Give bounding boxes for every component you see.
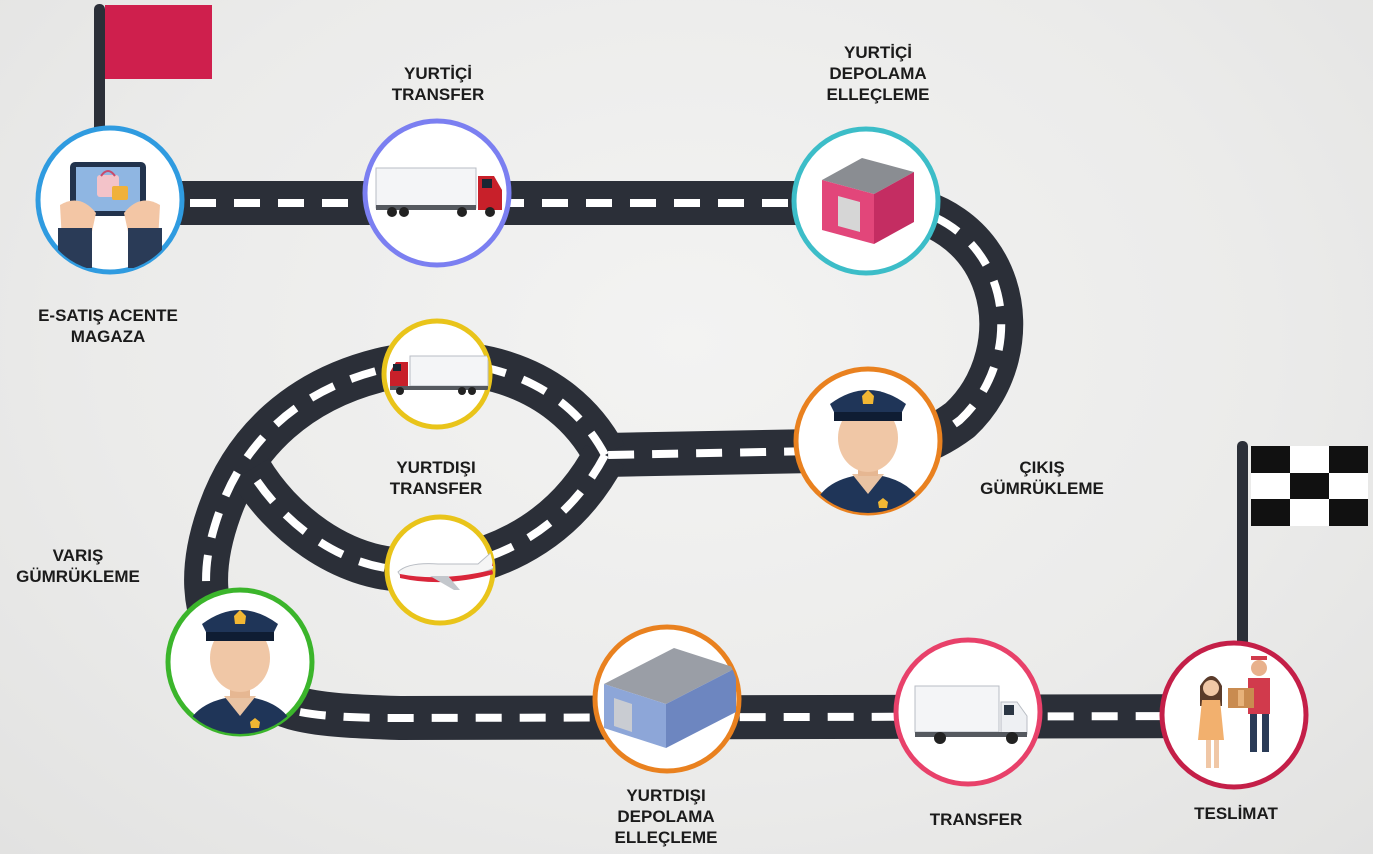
start-flag-icon [94, 4, 212, 134]
truck-icon [390, 355, 489, 395]
stage-e-satis [35, 125, 185, 275]
start-flag-pole [94, 4, 105, 134]
box-truck-icon [914, 685, 1028, 744]
label-e-satis: E-SATIŞ ACENTE MAGAZA [38, 306, 178, 346]
label-yurtici-depolama: YURTİÇİ DEPOLAMA ELLEÇLEME [826, 43, 930, 104]
start-flag-cloth [105, 5, 212, 79]
stage-yurtici-transfer [362, 118, 512, 268]
stage-yurtdisi-transfer [381, 318, 496, 626]
truck-icon [375, 167, 502, 217]
stage-transfer [893, 637, 1043, 787]
package-delivery-icon [1198, 656, 1270, 768]
label-teslimat: TESLİMAT [1194, 804, 1278, 823]
stage-yurtdisi-depolama [592, 624, 742, 774]
label-yurtdisi-transfer: YURTDIŞI TRANSFER [389, 458, 483, 498]
finish-flag-pole [1237, 441, 1248, 671]
label-yurtdisi-depolama: YURTDIŞI DEPOLAMA ELLEÇLEME [614, 786, 718, 847]
label-varis-gumrukleme: VARIŞ GÜMRÜKLEME [16, 546, 140, 586]
stage-varis-gumrukleme [165, 587, 315, 737]
label-transfer: TRANSFER [929, 810, 1023, 829]
warehouse-icon [604, 648, 736, 748]
stage-ring [1159, 640, 1309, 790]
airplane-icon [397, 548, 493, 590]
label-yurtici-transfer: YURTİÇİ TRANSFER [391, 64, 485, 104]
stage-teslimat [1159, 640, 1309, 790]
stage-yurtici-depolama [791, 126, 941, 276]
warehouse-icon [822, 158, 914, 244]
checkered-finish-flag-icon [1237, 441, 1368, 671]
stage-cikis-gumrukleme [793, 366, 943, 516]
label-cikis-gumrukleme: ÇIKIŞ GÜMRÜKLEME [980, 458, 1104, 498]
